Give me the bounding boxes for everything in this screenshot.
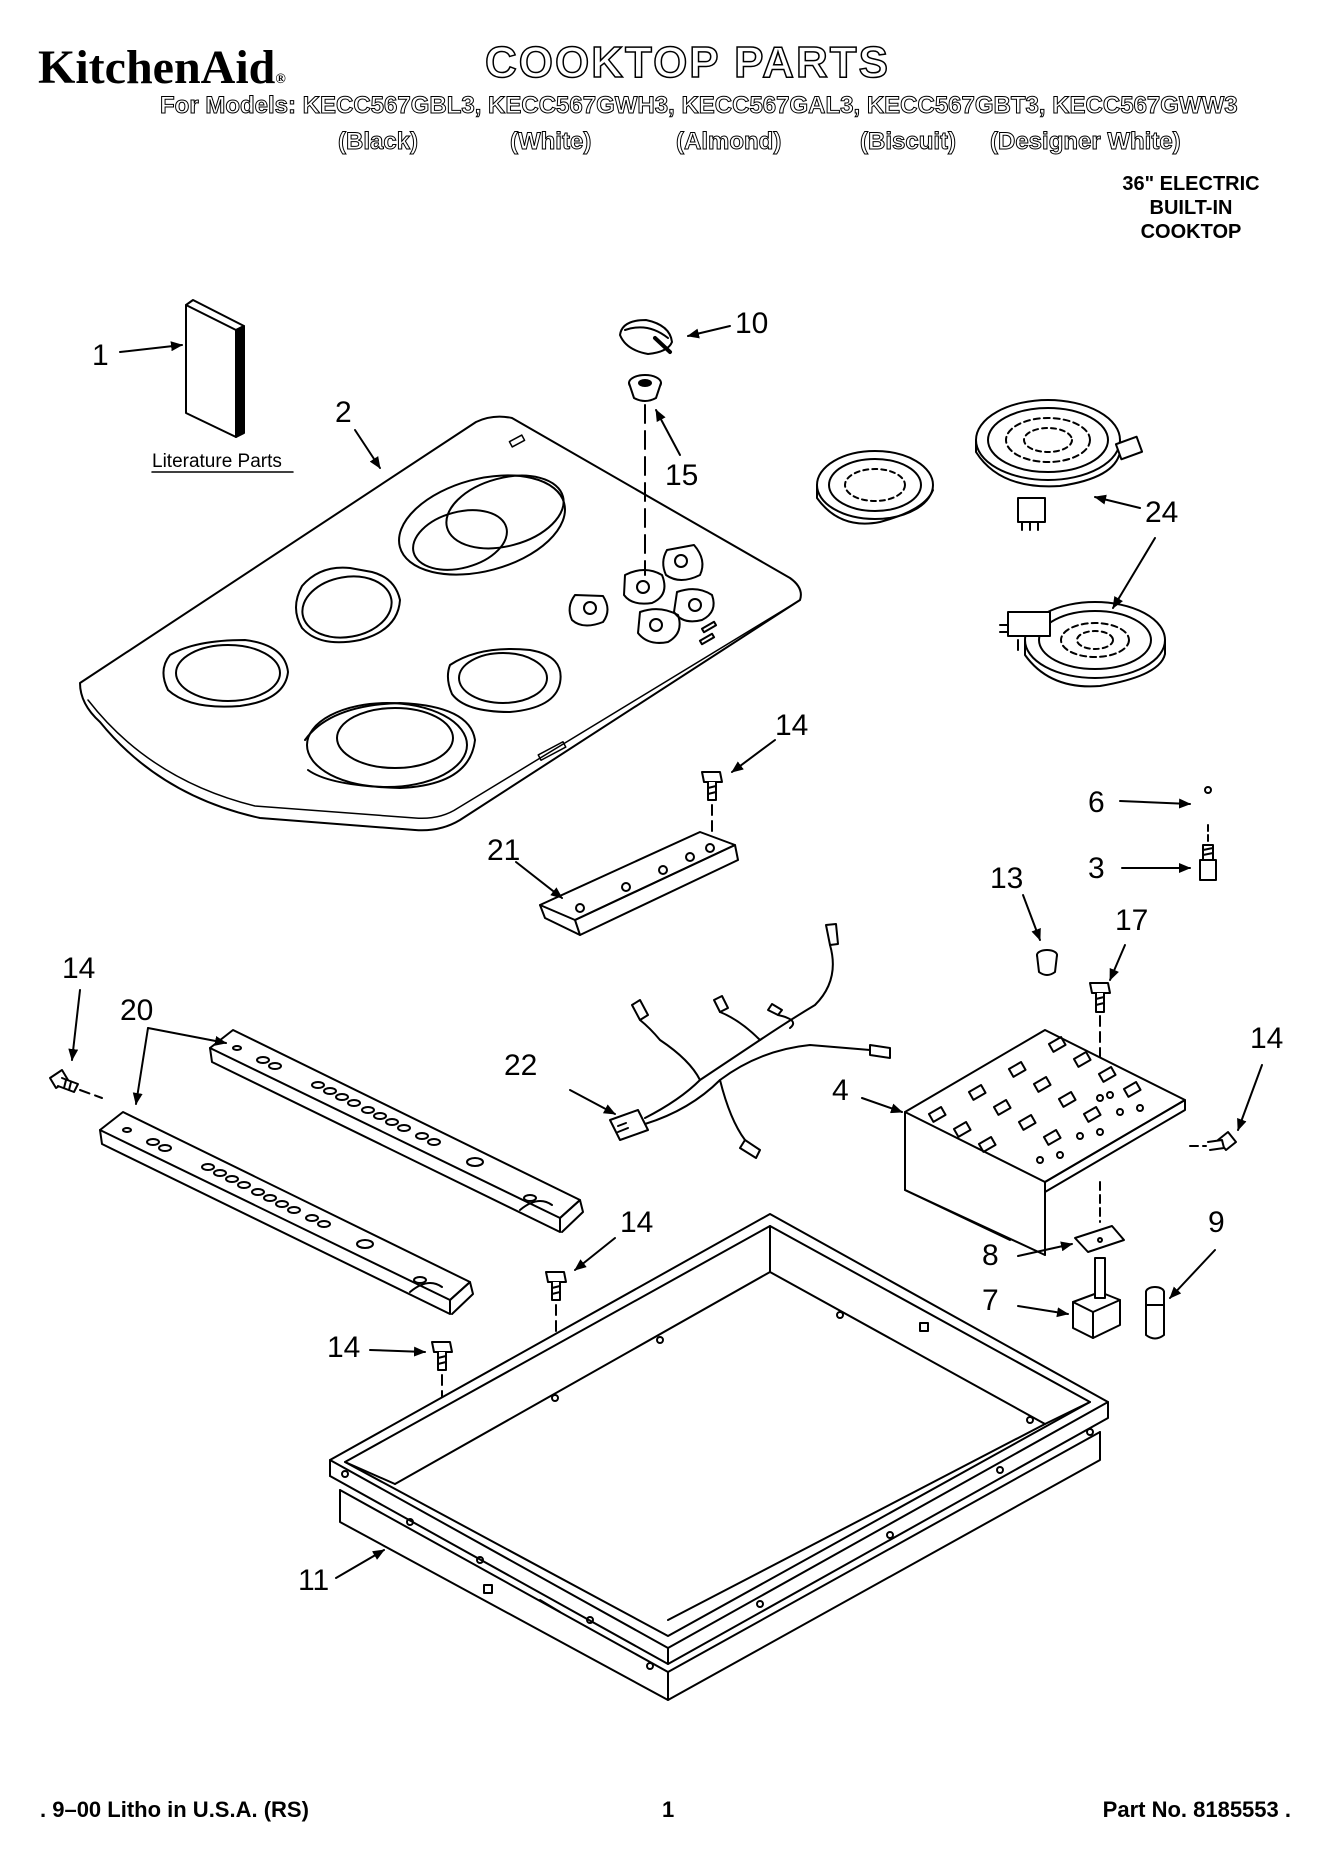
registered-mark: ® — [275, 72, 286, 87]
callout-21: 21 — [487, 834, 520, 867]
leader-11 — [335, 1549, 385, 1579]
color-almond: (Almond) — [675, 128, 782, 156]
wire-harness — [609, 923, 891, 1159]
callout-8: 8 — [982, 1239, 999, 1272]
leader-21 — [515, 861, 563, 899]
leader-13 — [1022, 894, 1041, 941]
button-part-13 — [1036, 949, 1058, 976]
screw-tray-upper — [545, 1271, 567, 1301]
callout-1: 1 — [92, 339, 109, 372]
callout-2: 2 — [335, 396, 352, 429]
screw-tray-lower — [431, 1341, 453, 1371]
knob-grommet — [628, 374, 662, 402]
screw-part-17 — [1089, 982, 1111, 1013]
leader-7 — [1017, 1305, 1069, 1318]
indicator-light — [1145, 1286, 1165, 1340]
leader-6 — [1119, 798, 1191, 809]
leader-24a — [1094, 494, 1141, 509]
callout-11: 11 — [298, 1564, 329, 1597]
leader-24b — [1112, 537, 1156, 609]
control-knob — [619, 319, 673, 355]
color-black: (Black) — [337, 128, 419, 156]
leader-20a — [147, 1027, 227, 1046]
callout-9: 9 — [1208, 1206, 1225, 1239]
appliance-type: 36" ELECTRIC BUILT-IN COOKTOP — [1091, 172, 1291, 244]
callout-14-tray: 14 — [620, 1206, 653, 1239]
screw-right — [1207, 1131, 1237, 1151]
leader-15 — [655, 409, 681, 456]
callout-22: 22 — [504, 1049, 537, 1082]
callout-14-top: 14 — [775, 709, 808, 742]
footer-page-number: 1 — [662, 1797, 675, 1822]
leader-10 — [687, 325, 731, 339]
leader-2 — [354, 429, 381, 469]
callout-6: 6 — [1088, 786, 1105, 819]
subtitle-line-2: BUILT-IN — [1149, 197, 1233, 219]
leader-4 — [861, 1097, 903, 1114]
callout-4: 4 — [832, 1074, 849, 1107]
leader-17 — [1109, 944, 1126, 981]
radiant-surface-elements — [816, 399, 1166, 688]
leader-22 — [569, 1089, 616, 1115]
control-box — [904, 1029, 1186, 1256]
callout-3: 3 — [1088, 852, 1105, 885]
footer-part-number: Part No. 8185553 . — [1102, 1797, 1291, 1822]
callout-24: 24 — [1145, 496, 1178, 529]
switch-plate — [1074, 1225, 1125, 1253]
callout-14-bottom: 14 — [327, 1331, 360, 1364]
leader-14e — [369, 1346, 426, 1357]
callout-13: 13 — [990, 862, 1023, 895]
screw-top — [701, 771, 723, 801]
leader-9 — [1169, 1249, 1216, 1299]
callout-20: 20 — [120, 994, 153, 1027]
screw-axis-left — [79, 1089, 103, 1099]
literature-book — [185, 299, 245, 438]
leader-14a — [731, 739, 776, 773]
color-white: (White) — [509, 128, 592, 156]
callout-17: 17 — [1115, 904, 1148, 937]
callout-numbers: 1 2 10 15 24 14 21 6 3 13 17 14 20 22 4 … — [62, 307, 1283, 1597]
infinite-switch — [1072, 1257, 1121, 1339]
leader-8 — [1017, 1241, 1073, 1257]
color-designer-white: (Designer White) — [990, 128, 1182, 156]
color-biscuit: (Biscuit) — [860, 128, 957, 156]
screw-part-3 — [1199, 844, 1217, 881]
callout-15: 15 — [665, 459, 698, 492]
callout-10: 10 — [735, 307, 768, 340]
brand-logo: KitchenAid® — [38, 40, 286, 95]
callout-14-left: 14 — [62, 952, 95, 985]
leader-1 — [119, 341, 183, 353]
footer-print-info: . 9–00 Litho in U.S.A. (RS) — [40, 1797, 309, 1822]
page-title: COOKTOP PARTS — [484, 37, 890, 88]
channel-lower — [99, 1111, 474, 1315]
cooktop-glass-top — [79, 415, 802, 832]
channel-upper — [209, 1029, 584, 1233]
leader-20b — [132, 1027, 149, 1105]
leader-14b — [68, 989, 81, 1061]
subtitle-line-1: 36" ELECTRIC — [1122, 173, 1260, 195]
control-bracket — [539, 831, 739, 936]
callout-7: 7 — [982, 1284, 999, 1317]
subtitle-line-3: COOKTOP — [1140, 221, 1242, 243]
bottom-tray — [329, 1213, 1109, 1701]
brand-name: KitchenAid — [38, 41, 276, 94]
leader-14d — [574, 1237, 616, 1271]
callout-14-right: 14 — [1250, 1022, 1283, 1055]
nut-part-6 — [1204, 786, 1212, 794]
leader-14c — [1237, 1064, 1263, 1131]
screw-left — [49, 1069, 79, 1093]
literature-label: Literature Parts — [152, 451, 282, 472]
models-line: For Models: KECC567GBL3, KECC567GWH3, KE… — [160, 92, 1239, 120]
